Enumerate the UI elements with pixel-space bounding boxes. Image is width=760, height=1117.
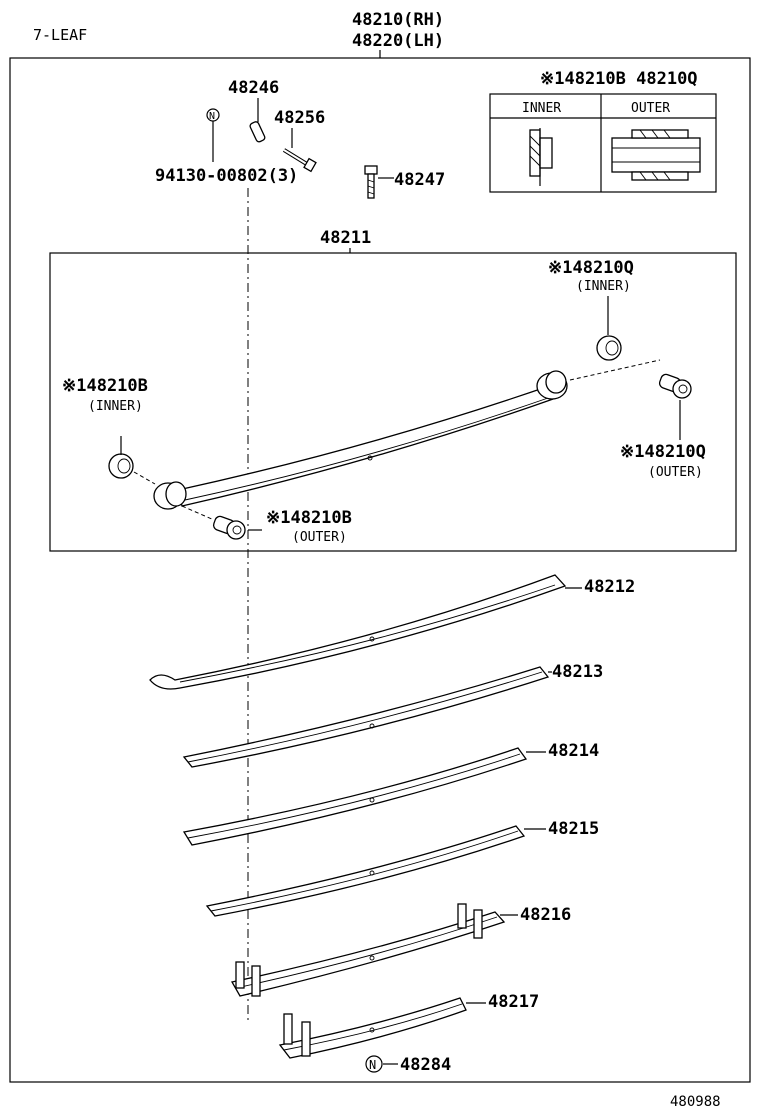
center-bolt-label: 48247	[394, 170, 445, 190]
svg-text:N: N	[209, 111, 215, 122]
left-inner-bushing-pos: (INNER)	[88, 399, 143, 414]
leaf-48212: 48212	[149, 574, 635, 690]
bushing-table: ※148210B 48210Q INNER OUTER	[489, 69, 717, 193]
left-outer-bushing-pos: (OUTER)	[292, 530, 347, 545]
inner-bushing-section-icon	[529, 128, 553, 186]
leaf-48216: 48216	[230, 903, 571, 997]
assembly-rh-label: 48210(RH)	[352, 10, 444, 30]
pin-icon	[249, 121, 266, 143]
bolt-label: 48256	[274, 108, 325, 128]
right-inner-bushing-pn: ※148210Q	[548, 258, 634, 278]
leaf-48213: 48213	[182, 662, 603, 768]
assembly-frame	[9, 57, 751, 1083]
hardware-group: 48246 48256 N 94130-00802(3) 48247	[155, 78, 445, 199]
right-outer-bushing-pos: (OUTER)	[648, 465, 703, 480]
main-leaf-icon	[153, 370, 568, 510]
left-inner-bushing-pn: ※148210B	[62, 376, 148, 396]
bolt-icon	[282, 148, 317, 173]
variant-label: 7-LEAF	[33, 26, 87, 44]
leaf-48217: 48217	[278, 992, 539, 1059]
center-bolt-icon	[364, 165, 378, 199]
figure-id: 480988	[670, 1094, 721, 1110]
n-mark-icon: N	[365, 1055, 383, 1073]
right-inner-bushing-pos: (INNER)	[576, 279, 631, 294]
n-mark-icon: N	[206, 108, 220, 122]
leaf-assembly-frame	[49, 252, 737, 552]
outer-bushing-section-icon	[611, 129, 701, 181]
svg-text:N: N	[369, 1058, 376, 1072]
right-outer-bushing-icon	[658, 373, 692, 399]
right-inner-bushing-icon	[596, 335, 622, 361]
leaf-48214-label: 48214	[548, 741, 599, 761]
bushing-table-title: ※148210B 48210Q	[540, 69, 698, 89]
leaf-48217-label: 48217	[488, 992, 539, 1012]
assembly-lh-label: 48220(LH)	[352, 31, 444, 51]
left-outer-bushing-pn: ※148210B	[266, 508, 352, 528]
leaf-48212-label: 48212	[584, 577, 635, 597]
clip-label: 48284	[400, 1055, 451, 1075]
leaf-48213-label: 48213	[552, 662, 603, 682]
pin-label: 48246	[228, 78, 279, 98]
leaf-48215: 48215	[205, 819, 599, 917]
col-inner-label: INNER	[522, 101, 561, 116]
nut-label: 94130-00802(3)	[155, 166, 298, 186]
leaf-48215-label: 48215	[548, 819, 599, 839]
left-inner-bushing-icon	[108, 453, 134, 479]
leaf-48214: 48214	[182, 741, 599, 846]
leaf-48216-label: 48216	[520, 905, 571, 925]
col-outer-label: OUTER	[631, 101, 670, 116]
right-outer-bushing-pn: ※148210Q	[620, 442, 706, 462]
left-outer-bushing-icon	[212, 515, 246, 540]
leaf-assembly-label: 48211	[320, 228, 371, 248]
